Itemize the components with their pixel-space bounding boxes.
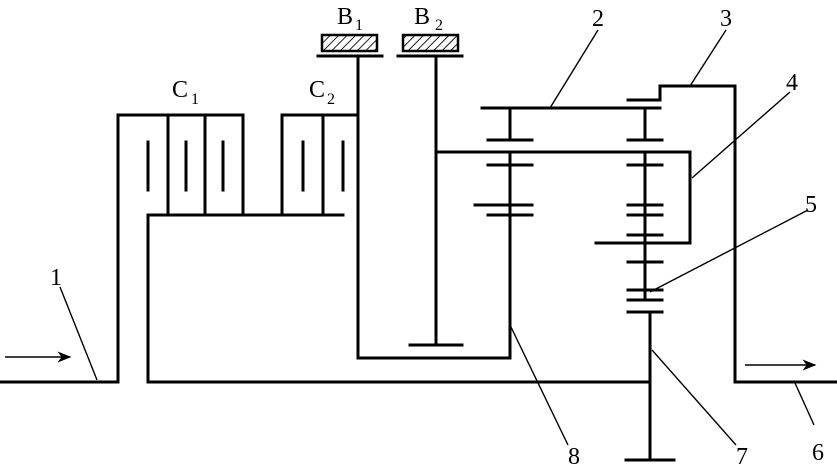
brake-b1-letter: B	[337, 4, 353, 30]
label-output-shaft: 6	[812, 440, 824, 466]
label-input-shaft: 1	[50, 265, 62, 291]
brake-b2-subscript: 2	[435, 17, 443, 34]
clutch-c1-subscript: 1	[191, 91, 199, 108]
input-shaft	[0, 113, 512, 384]
center-shaft	[624, 310, 676, 462]
brake-b1-subscript: 1	[355, 17, 363, 34]
brake-b2-letter: B	[414, 4, 430, 30]
label-ring-gear: 2	[592, 6, 604, 32]
label-planet-small: 5	[805, 192, 817, 218]
label-output-housing: 3	[720, 6, 732, 32]
clutch-c1-plates	[146, 113, 245, 217]
clutch-c2-subscript: 2	[327, 91, 335, 108]
brake-b1	[316, 33, 384, 117]
clutch-c2-letter: C	[309, 77, 325, 103]
clutch-c1-letter: C	[172, 77, 188, 103]
planetary-gearset	[434, 98, 692, 314]
label-sun-gear: 8	[568, 444, 580, 467]
clutch-c2-plates	[280, 113, 345, 217]
output-housing	[658, 84, 837, 384]
brake-b2	[396, 33, 464, 347]
label-center-shaft: 7	[736, 444, 748, 467]
flow-arrows	[5, 351, 817, 371]
leader-lines	[59, 29, 815, 446]
label-planet-carrier: 4	[786, 70, 798, 96]
